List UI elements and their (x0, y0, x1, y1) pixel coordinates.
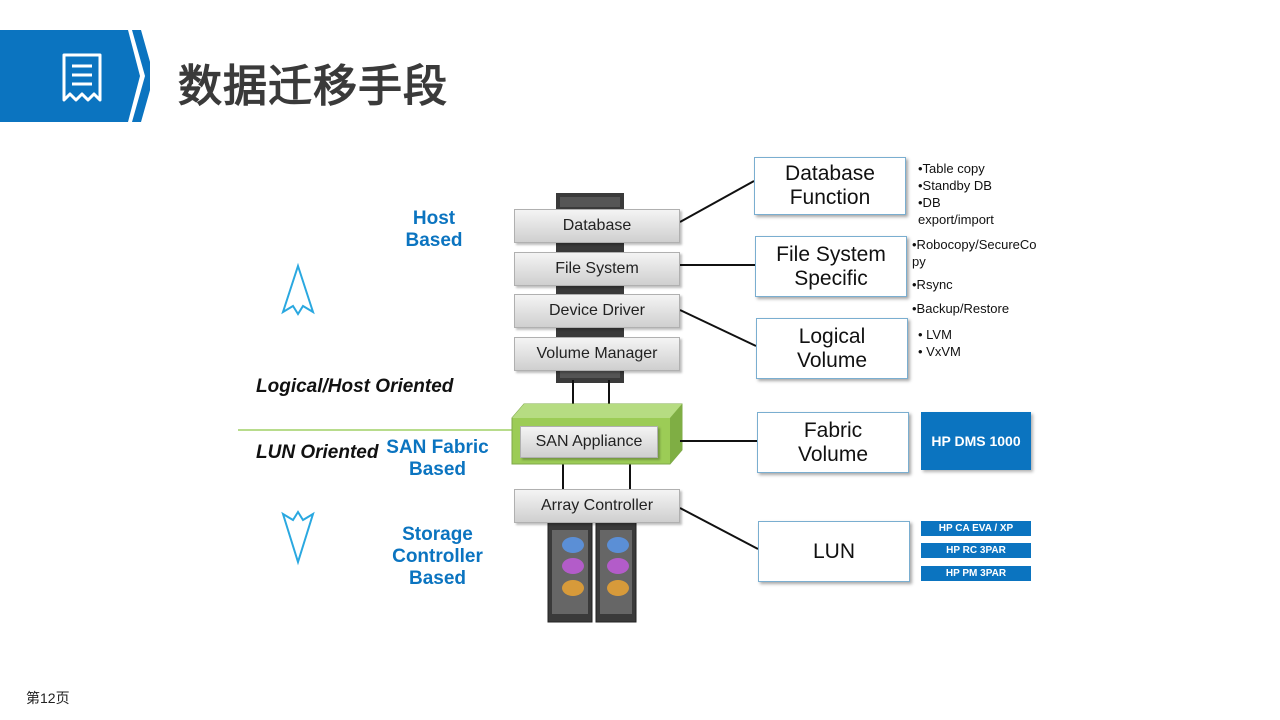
down-arrow-icon (281, 510, 315, 566)
lun-oriented-label: LUN Oriented (256, 442, 379, 463)
stack-file-system: File System (514, 252, 680, 286)
title-banner (0, 30, 150, 122)
document-icon (62, 53, 102, 102)
storage-label-line: Based (408, 568, 467, 589)
list-item: • VxVM (918, 344, 961, 359)
box-label-line: Database (785, 162, 875, 185)
stack-device-driver: Device Driver (514, 294, 680, 328)
lun-box: LUN (758, 521, 910, 582)
storage-label-line: Storage (402, 524, 473, 545)
lv-methods-list: • LVM • VxVM (918, 326, 961, 360)
list-item: export/import (918, 212, 994, 227)
storage-array-icon (547, 521, 637, 623)
san-label-line: SAN Fabric (386, 437, 489, 458)
list-item: •Table copy (918, 161, 985, 176)
host-label-line: Host (412, 208, 456, 229)
box-label-line: Function (789, 186, 871, 209)
list-item: •Backup/Restore (912, 301, 1010, 316)
box-label-line: File System (776, 242, 886, 266)
list-item: •Standby DB (918, 178, 992, 193)
lun-product-tag: HP CA EVA / XP (921, 521, 1031, 536)
fs-methods-list: •Robocopy/SecureCo py •Rsync •Backup/Res… (912, 236, 1037, 317)
san-fabric-based-label: SAN Fabric Based (380, 437, 495, 481)
stack-volume-manager: Volume Manager (514, 337, 680, 371)
storage-controller-based-label: Storage Controller Based (380, 524, 495, 590)
host-based-label: Host Based (394, 208, 474, 252)
box-label-line: Specific (794, 266, 868, 290)
lun-product-tag: HP PM 3PAR (921, 566, 1031, 581)
box-label-line: Volume (796, 348, 868, 372)
san-label-line: Based (408, 459, 467, 480)
box-label-line: Fabric (803, 418, 863, 442)
san-appliance: SAN Appliance (520, 426, 658, 458)
page-number: 第12页 (26, 690, 70, 706)
list-item: •Rsync (912, 277, 953, 292)
list-item: py (912, 254, 926, 269)
logical-host-oriented-label: Logical/Host Oriented (256, 376, 454, 397)
box-label-line: Logical (798, 324, 866, 348)
box-label-line: Volume (797, 442, 869, 466)
storage-label-line: Controller (392, 546, 483, 567)
list-item: •Robocopy/SecureCo (912, 237, 1037, 252)
list-item: •DB (918, 195, 941, 210)
array-controller: Array Controller (514, 489, 680, 523)
page-title: 数据迁移手段 (178, 61, 448, 112)
up-arrow-icon (281, 262, 315, 316)
db-methods-list: •Table copy •Standby DB •DB export/impor… (918, 160, 994, 228)
host-label-line: Based (405, 230, 463, 251)
fabric-product-tag: HP DMS 1000 (921, 412, 1031, 470)
stack-database: Database (514, 209, 680, 243)
list-item: • LVM (918, 327, 952, 342)
lun-product-tag: HP RC 3PAR (921, 543, 1031, 558)
